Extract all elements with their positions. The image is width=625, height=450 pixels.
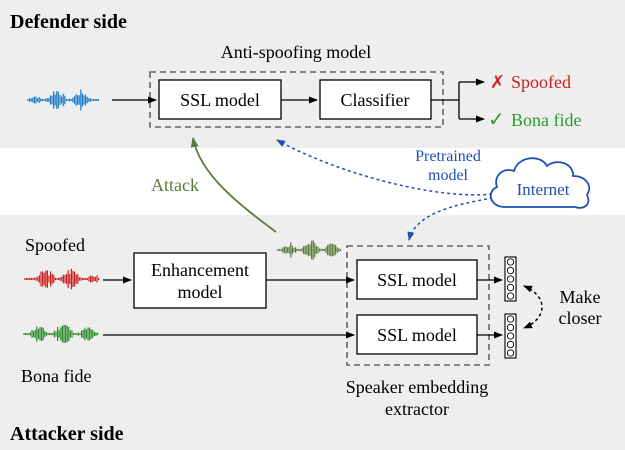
classifier-output-arrows bbox=[431, 82, 460, 119]
spoofed-cross-icon: ✗ bbox=[490, 72, 505, 93]
enhanced-waveform bbox=[277, 240, 341, 260]
spoofed-waveform bbox=[24, 268, 100, 290]
defender-panel bbox=[0, 0, 625, 148]
enhancement-label-line2: model bbox=[178, 282, 223, 302]
bonafide-check-icon: ✓ bbox=[488, 107, 505, 131]
internet-label: Internet bbox=[517, 180, 570, 199]
make-closer-line2: closer bbox=[559, 308, 602, 328]
embedding-vector-top bbox=[504, 256, 517, 302]
attacker-ssl-label-bottom: SSL model bbox=[377, 325, 457, 345]
bonafide-input-label: Bona fide bbox=[21, 366, 91, 386]
make-closer-line1: Make bbox=[560, 287, 601, 307]
spoofed-output-label: Spoofed bbox=[511, 72, 571, 92]
classifier-label: Classifier bbox=[341, 90, 410, 110]
attack-label: Attack bbox=[151, 175, 199, 195]
bonafide-output-label: Bona fide bbox=[511, 110, 581, 130]
pretrained-to-defender-arrow bbox=[276, 139, 493, 196]
attack-arrow bbox=[190, 137, 277, 233]
attacker-ssl-label-top: SSL model bbox=[377, 270, 457, 290]
pretrained-label-line1: Pretrained bbox=[415, 148, 481, 165]
attacker-title: Attacker side bbox=[10, 423, 124, 445]
anti-spoofing-label: Anti-spoofing model bbox=[221, 42, 372, 62]
extractor-group bbox=[346, 245, 490, 366]
embedding-vector-bottom bbox=[504, 313, 517, 359]
defender-title: Defender side bbox=[10, 11, 127, 33]
extractor-label-line2: extractor bbox=[385, 399, 449, 419]
cloud-icon bbox=[489, 157, 591, 209]
classifier-box bbox=[319, 79, 432, 120]
pretrained-to-attacker-arrow bbox=[407, 197, 494, 241]
attacker-panel bbox=[0, 215, 625, 450]
enhancement-label-line1: Enhancement bbox=[151, 260, 249, 280]
make-closer-arrow bbox=[523, 285, 543, 329]
pretrained-label-line2: model bbox=[428, 167, 469, 184]
defender-waveform bbox=[27, 89, 100, 111]
attacker-ssl-box-top bbox=[356, 259, 478, 300]
spoofed-input-label: Spoofed bbox=[25, 235, 85, 255]
bonafide-waveform bbox=[23, 324, 99, 344]
defender-ssl-label: SSL model bbox=[180, 90, 260, 110]
extractor-label-line1: Speaker embedding bbox=[346, 377, 488, 397]
